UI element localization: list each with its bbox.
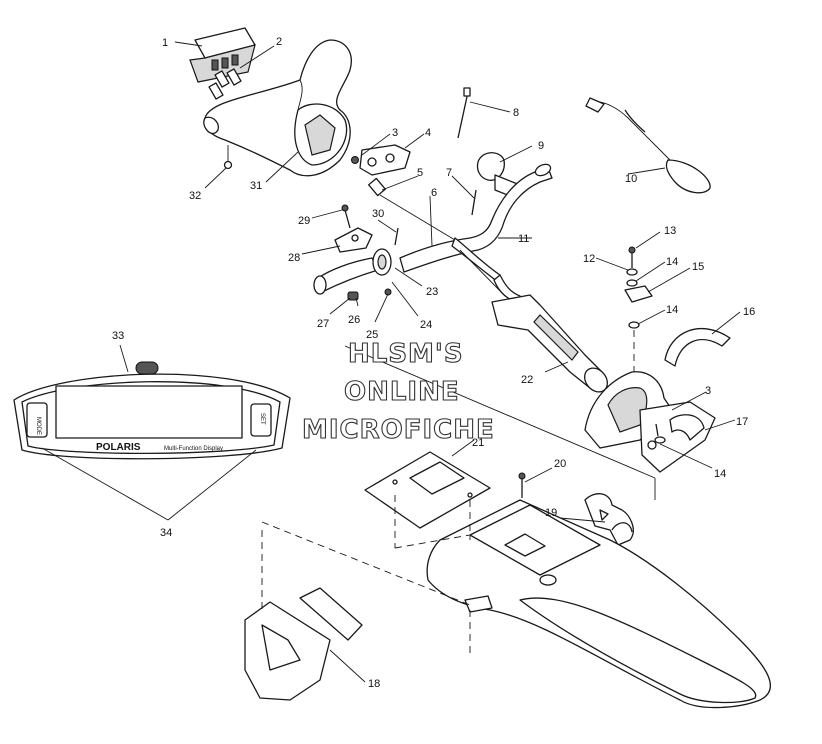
part-26-nut: [347, 288, 392, 301]
part-14-washer-lower: [654, 423, 666, 444]
callout-4: 4: [425, 127, 431, 139]
part-30-screw: [394, 227, 399, 246]
callout-14-middle: 14: [666, 304, 678, 316]
part-14-washer-middle: [628, 321, 640, 329]
callout-29: 29: [298, 215, 310, 227]
leader-lines: [41, 41, 741, 683]
callout-8: 8: [513, 107, 519, 119]
callout-30: 30: [372, 208, 384, 220]
part-11-handlebar: [399, 163, 553, 303]
callout-13: 13: [664, 225, 676, 237]
part-18-lower-bracket: [244, 587, 363, 701]
part-14-washer-upper: [626, 279, 638, 287]
callout-17: 17: [736, 416, 748, 428]
callout-18: 18: [368, 678, 380, 690]
part-32-screw: [223, 145, 233, 170]
part-5-sleeve: [368, 177, 386, 197]
watermark-line-2: ONLINE: [344, 377, 460, 407]
watermark: HLSM'S ONLINE MICROFICHE: [301, 338, 495, 445]
callout-14-upper: 14: [666, 256, 678, 268]
part-1-display-module: [189, 27, 256, 83]
part-4-switch-housing: [359, 144, 411, 176]
part-21-mounting-plate: [364, 451, 491, 529]
part-3-screw-upper: [351, 156, 359, 164]
callout-10: 10: [625, 173, 637, 185]
callout-6: 6: [431, 187, 437, 199]
callout-21: 21: [472, 437, 484, 449]
display-subtitle-label: Multi-Function Display: [164, 446, 223, 452]
part-15-bracket: [624, 285, 653, 303]
part-16-collar: [664, 327, 731, 367]
callout-5: 5: [417, 167, 423, 179]
alignment-lines: [261, 194, 656, 655]
part-31-pod-cover: [203, 39, 352, 177]
callout-12: 12: [583, 253, 595, 265]
callout-3-upper: 3: [392, 127, 398, 139]
callout-25: 25: [366, 329, 378, 341]
part-19-hook-bracket: [584, 493, 634, 546]
part-33-display-bezel: [13, 361, 291, 460]
part-hood: [426, 499, 771, 709]
callout-24: 24: [420, 319, 432, 331]
part-7-screw: [471, 189, 477, 216]
callout-labels: 1 2 3 4 5 6 7 8 9 10 11 12 13 14 15 14 1…: [112, 36, 755, 690]
part-29-screw: [341, 204, 351, 229]
display-set-label: SET: [259, 413, 265, 425]
callout-33: 33: [112, 330, 124, 342]
callout-20: 20: [554, 458, 566, 470]
part-12-washer: [626, 268, 638, 276]
watermark-line-3: MICROFICHE: [302, 415, 495, 445]
part-27-left-grip: [313, 257, 379, 295]
part-28-left-lever: [334, 227, 373, 253]
part-2-connectors: [208, 68, 242, 100]
part-13-screw: [628, 246, 636, 268]
callout-22: 22: [521, 374, 533, 386]
callout-32: 32: [189, 190, 201, 202]
callout-23: 23: [426, 286, 438, 298]
callout-19: 19: [545, 507, 557, 519]
display-brand-label: POLARIS: [96, 442, 141, 453]
callout-31: 31: [250, 180, 262, 192]
part-10-lanyard: [585, 97, 711, 194]
callout-27: 27: [317, 318, 329, 330]
callout-16: 16: [743, 306, 755, 318]
display-mode-label: MODE: [35, 417, 41, 435]
callout-9: 9: [538, 140, 544, 152]
callout-15: 15: [692, 261, 704, 273]
callout-34: 34: [160, 527, 172, 539]
callout-28: 28: [288, 252, 300, 264]
callout-7: 7: [446, 167, 452, 179]
callout-1: 1: [162, 37, 168, 49]
callout-11: 11: [518, 233, 529, 245]
part-17-clamp: [639, 401, 716, 473]
part-8-cable: [457, 87, 471, 139]
callout-3-lower: 3: [705, 385, 711, 397]
part-20-screw: [518, 472, 526, 498]
watermark-line-1: HLSM'S: [348, 339, 464, 369]
part-22-grip-tube: [491, 294, 608, 393]
callout-2: 2: [276, 36, 282, 48]
callout-26: 26: [348, 314, 360, 326]
part-24-clamp: [372, 248, 392, 276]
callout-14-lower: 14: [714, 468, 726, 480]
